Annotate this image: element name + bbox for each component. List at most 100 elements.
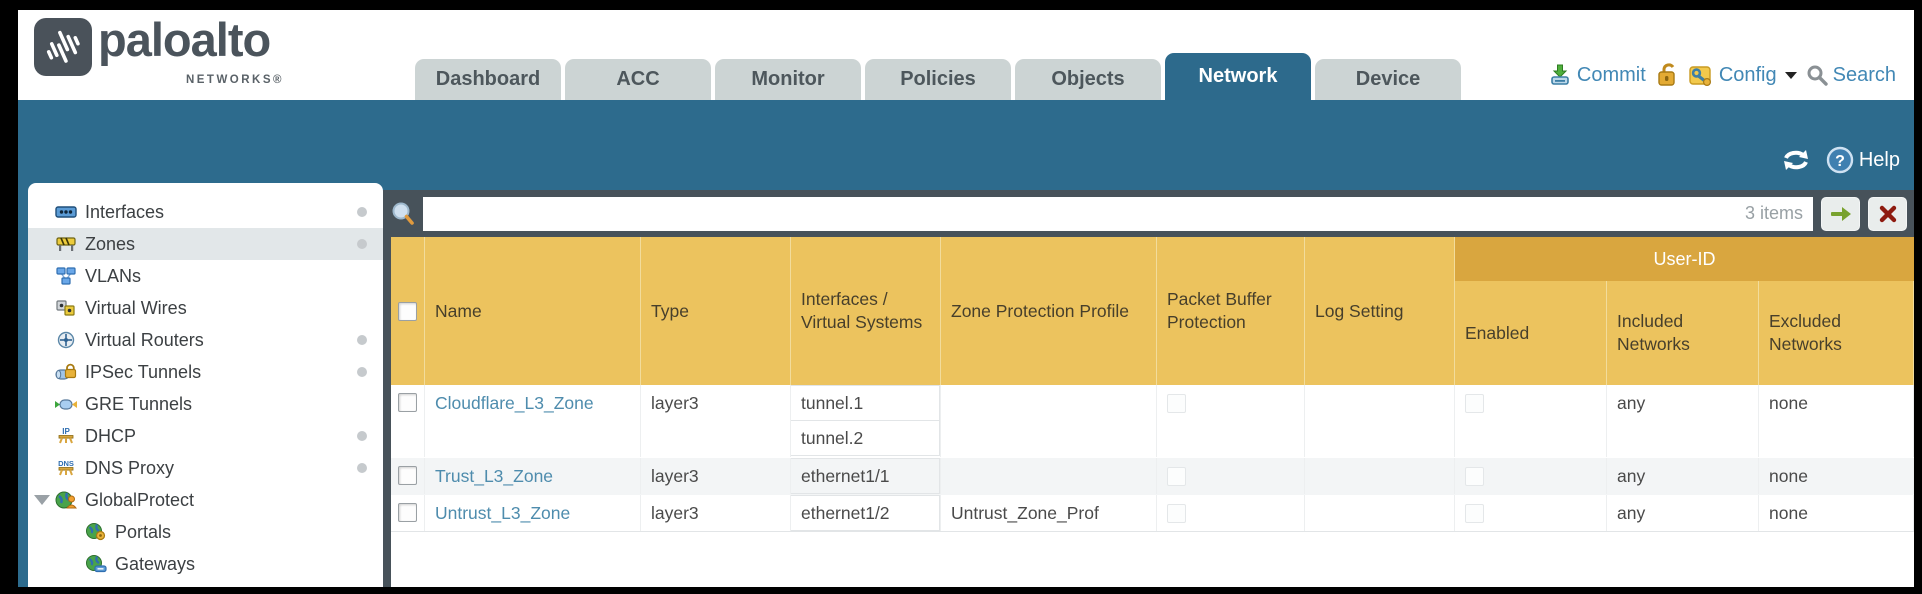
included-networks: any: [1607, 495, 1759, 531]
interface-cell: tunnel.2: [791, 420, 940, 456]
sidebar-item-portals[interactable]: Portals: [28, 516, 383, 548]
sidebar-item-interfaces[interactable]: Interfaces: [28, 196, 383, 228]
included-networks: any: [1607, 458, 1759, 494]
column-header-log-setting[interactable]: Log Setting: [1305, 237, 1455, 385]
interface-cell: tunnel.1: [791, 385, 940, 421]
sidebar-item-virtual-wires[interactable]: Virtual Wires: [28, 292, 383, 324]
sidebar-item-label: GlobalProtect: [85, 489, 195, 510]
zone-interfaces: ethernet1/1: [791, 458, 941, 494]
items-count: 3 items: [1744, 203, 1803, 223]
log-setting: [1305, 385, 1455, 457]
help-label: Help: [1858, 148, 1900, 171]
help-button[interactable]: ? Help: [1826, 146, 1900, 174]
config-menu[interactable]: Config: [1688, 63, 1797, 87]
green-arrow-icon: [1830, 206, 1851, 221]
filter-input[interactable]: [433, 202, 1745, 225]
refresh-icon[interactable]: [1780, 147, 1812, 173]
vlans-icon: [56, 267, 76, 285]
sidebar-item-label: VLANs: [85, 265, 142, 286]
header-actions: Commit Config: [1548, 62, 1896, 88]
portals-icon: [86, 523, 106, 541]
packet-buffer-protection-checkbox[interactable]: [1167, 467, 1186, 486]
collapse-triangle-icon[interactable]: [34, 495, 50, 505]
search-label: Search: [1832, 63, 1896, 86]
column-header-type[interactable]: Type: [641, 237, 791, 385]
tab-network[interactable]: Network: [1165, 53, 1311, 100]
column-header-excluded-networks[interactable]: Excluded Networks: [1759, 237, 1914, 385]
column-header-interfaces[interactable]: Interfaces / Virtual Systems: [791, 237, 941, 385]
help-icon: ?: [1826, 146, 1854, 174]
top-header: paloalto NETWORKS® Dashboard ACC Monitor…: [18, 10, 1914, 100]
config-icon: [1689, 66, 1711, 87]
sidebar-item-zones[interactable]: Zones: [28, 228, 383, 260]
zones-table: User-ID Name Type Interfaces / Virtual S…: [391, 237, 1914, 587]
column-header-included-networks[interactable]: Included Networks: [1607, 237, 1759, 385]
sidebar-item-virtual-routers[interactable]: Virtual Routers: [28, 324, 383, 356]
svg-text:?: ?: [1835, 153, 1845, 170]
search-icon: [1807, 65, 1828, 86]
sidebar-item-label: Interfaces: [85, 201, 165, 222]
row-checkbox[interactable]: [398, 466, 417, 485]
status-dot: [357, 239, 367, 249]
paloalto-logo-icon: [34, 18, 92, 76]
column-header-packet-buffer-protection[interactable]: Packet Buffer Protection: [1157, 237, 1305, 385]
lock-icon[interactable]: [1655, 62, 1679, 88]
user-id-group-header: User-ID: [1455, 237, 1914, 281]
log-setting: [1305, 495, 1455, 531]
status-dot: [357, 431, 367, 441]
tab-acc[interactable]: ACC: [565, 59, 711, 100]
svg-text:IP: IP: [62, 427, 70, 436]
excluded-networks: none: [1759, 385, 1914, 457]
tab-monitor[interactable]: Monitor: [715, 59, 861, 100]
interfaces-icon: [55, 206, 77, 218]
sidebar-item-globalprotect[interactable]: GlobalProtect: [28, 484, 383, 516]
sidebar-item-vlans[interactable]: VLANs: [28, 260, 383, 292]
virtual-routers-icon: [57, 331, 75, 349]
sidebar-item-label: IPSec Tunnels: [85, 361, 202, 382]
svg-text:DNS: DNS: [58, 459, 74, 468]
section-band: ? Help: [18, 100, 1914, 190]
excluded-networks: none: [1759, 495, 1914, 531]
zone-type: layer3: [641, 385, 791, 457]
sidebar-item-label: DHCP: [85, 425, 137, 446]
zone-name-link[interactable]: Trust_L3_Zone: [435, 466, 554, 486]
sidebar-item-label: DNS Proxy: [85, 457, 175, 478]
tab-dashboard[interactable]: Dashboard: [415, 59, 561, 100]
user-id-enabled-checkbox[interactable]: [1465, 394, 1484, 413]
zone-name-link[interactable]: Untrust_L3_Zone: [435, 503, 571, 523]
zone-type: layer3: [641, 495, 791, 531]
row-checkbox[interactable]: [398, 393, 417, 412]
zone-interfaces: tunnel.1 tunnel.2: [791, 385, 941, 457]
sidebar-item-ipsec-tunnels[interactable]: IPSec Tunnels: [28, 356, 383, 388]
table-row: Untrust_L3_Zone layer3 ethernet1/2 Untru…: [391, 495, 1914, 532]
table-row: Trust_L3_Zone layer3 ethernet1/1 any non…: [391, 458, 1914, 495]
clear-filter-button[interactable]: [1868, 196, 1907, 231]
sidebar-item-gateways[interactable]: Gateways: [28, 548, 383, 580]
status-dot: [357, 463, 367, 473]
status-dot: [357, 367, 367, 377]
column-header-name[interactable]: Name: [425, 237, 641, 385]
global-search-button[interactable]: Search: [1806, 64, 1896, 87]
sidebar-item-gre-tunnels[interactable]: GRE Tunnels: [28, 388, 383, 420]
commit-label: Commit: [1576, 63, 1646, 86]
commit-button[interactable]: Commit: [1548, 63, 1646, 87]
status-dot: [357, 207, 367, 217]
column-header-zone-protection-profile[interactable]: Zone Protection Profile: [941, 237, 1157, 385]
brand-name: paloalto: [98, 13, 271, 66]
packet-buffer-protection-checkbox[interactable]: [1167, 504, 1186, 523]
user-id-enabled-checkbox[interactable]: [1465, 504, 1484, 523]
tab-objects[interactable]: Objects: [1015, 59, 1161, 100]
user-id-enabled-checkbox[interactable]: [1465, 467, 1484, 486]
sidebar-item-dns-proxy[interactable]: DNS DNS Proxy: [28, 452, 383, 484]
column-header-enabled[interactable]: Enabled: [1455, 237, 1607, 385]
zone-name-link[interactable]: Cloudflare_L3_Zone: [435, 393, 594, 413]
tab-policies[interactable]: Policies: [865, 59, 1011, 100]
packet-buffer-protection-checkbox[interactable]: [1167, 394, 1186, 413]
zone-protection-profile: [941, 385, 1157, 457]
sidebar-item-dhcp[interactable]: IP DHCP: [28, 420, 383, 452]
select-all-checkbox[interactable]: [398, 301, 417, 321]
tab-device[interactable]: Device: [1315, 59, 1461, 100]
apply-filter-button[interactable]: [1821, 196, 1860, 231]
row-checkbox[interactable]: [398, 503, 417, 522]
commit-icon: [1551, 64, 1569, 85]
